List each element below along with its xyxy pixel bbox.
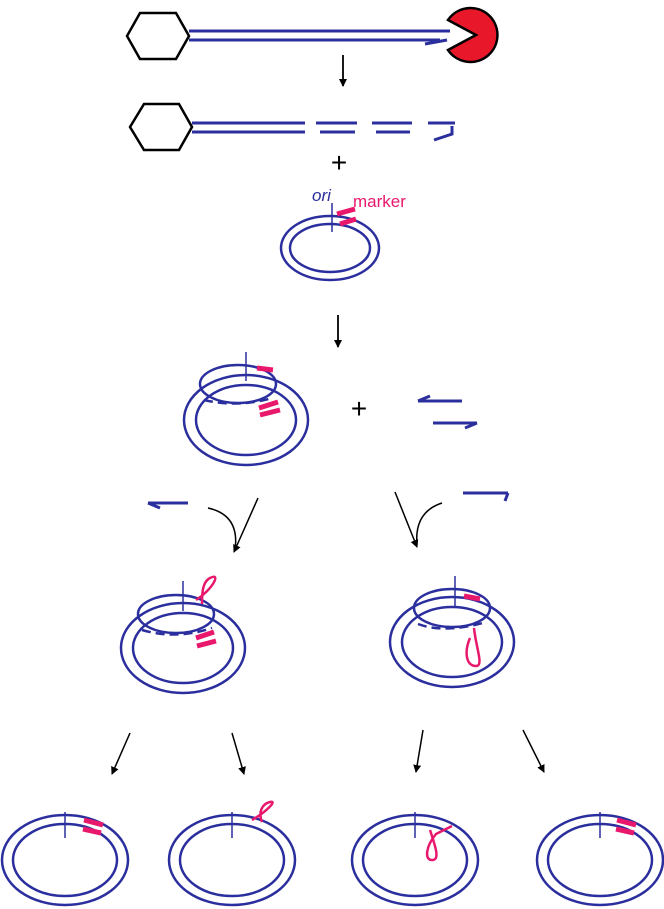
marker-segment [336, 206, 356, 217]
invading-dashed-strand [141, 626, 213, 636]
invading-strand [412, 587, 492, 629]
curved-arrow [415, 502, 443, 546]
product-4 [535, 812, 664, 907]
product-1 [0, 812, 130, 907]
hexagon-icon [125, 11, 191, 61]
marker-segment [195, 629, 215, 641]
oligo-tip [464, 421, 478, 430]
plasmid-with-marker: ori marker [279, 186, 406, 282]
marker-segment [82, 826, 102, 836]
arrow-right-branch [394, 491, 419, 548]
marker-segment [196, 638, 217, 649]
marker-segment [339, 216, 357, 227]
pacman-icon [446, 6, 499, 64]
left-branch [147, 497, 259, 553]
dna-fragment-tip [433, 126, 454, 142]
marker-segment [258, 399, 279, 411]
plasmid-outer [182, 373, 310, 467]
marker-segment [256, 365, 274, 373]
plasmid-inner [400, 605, 504, 679]
product-2 [167, 800, 297, 907]
resected-dna [128, 102, 455, 152]
marker-segment [616, 817, 637, 828]
right-branch [394, 491, 510, 548]
arrow-left-branch [233, 497, 259, 553]
linear-dna-with-enzyme [125, 6, 499, 64]
marker-loop [195, 575, 217, 605]
plasmid-outer [279, 214, 381, 282]
arrow-final-4 [522, 729, 545, 773]
plus-sign: + [351, 393, 367, 424]
oligo-tip [503, 492, 510, 502]
plus-sign: + [331, 147, 347, 178]
dna-strand-tip [424, 38, 448, 46]
product-3 [350, 812, 480, 907]
plasmid-outer [388, 595, 516, 689]
marker-label: marker [353, 192, 406, 211]
curved-arrow [207, 507, 237, 551]
oligo-tip [147, 501, 161, 510]
plasmid-inner [288, 222, 372, 274]
arrow-final-1 [111, 732, 131, 775]
marker-segment [259, 407, 281, 418]
complex-right [388, 576, 516, 689]
marker-segment [83, 817, 104, 828]
invading-dashed-strand [203, 396, 273, 405]
oligo-pair [417, 394, 478, 430]
intermediate-complex [182, 352, 310, 467]
arrow-final-2 [231, 732, 246, 775]
arrow-final-3 [413, 729, 424, 773]
complex-left [119, 575, 247, 695]
marker-loop [251, 800, 274, 823]
marker-loop [425, 824, 453, 862]
plasmid-inner [131, 611, 235, 685]
marker-segment [615, 826, 635, 836]
plasmid-inner [194, 383, 298, 457]
invading-dashed-strand [417, 620, 487, 630]
oligo-tip [417, 394, 431, 403]
invading-strand [136, 593, 216, 635]
plasmid-outer [119, 601, 247, 695]
ori-label: ori [312, 186, 332, 205]
hexagon-icon [128, 102, 194, 152]
marker-loop [465, 627, 481, 668]
marker-segment [463, 593, 481, 602]
